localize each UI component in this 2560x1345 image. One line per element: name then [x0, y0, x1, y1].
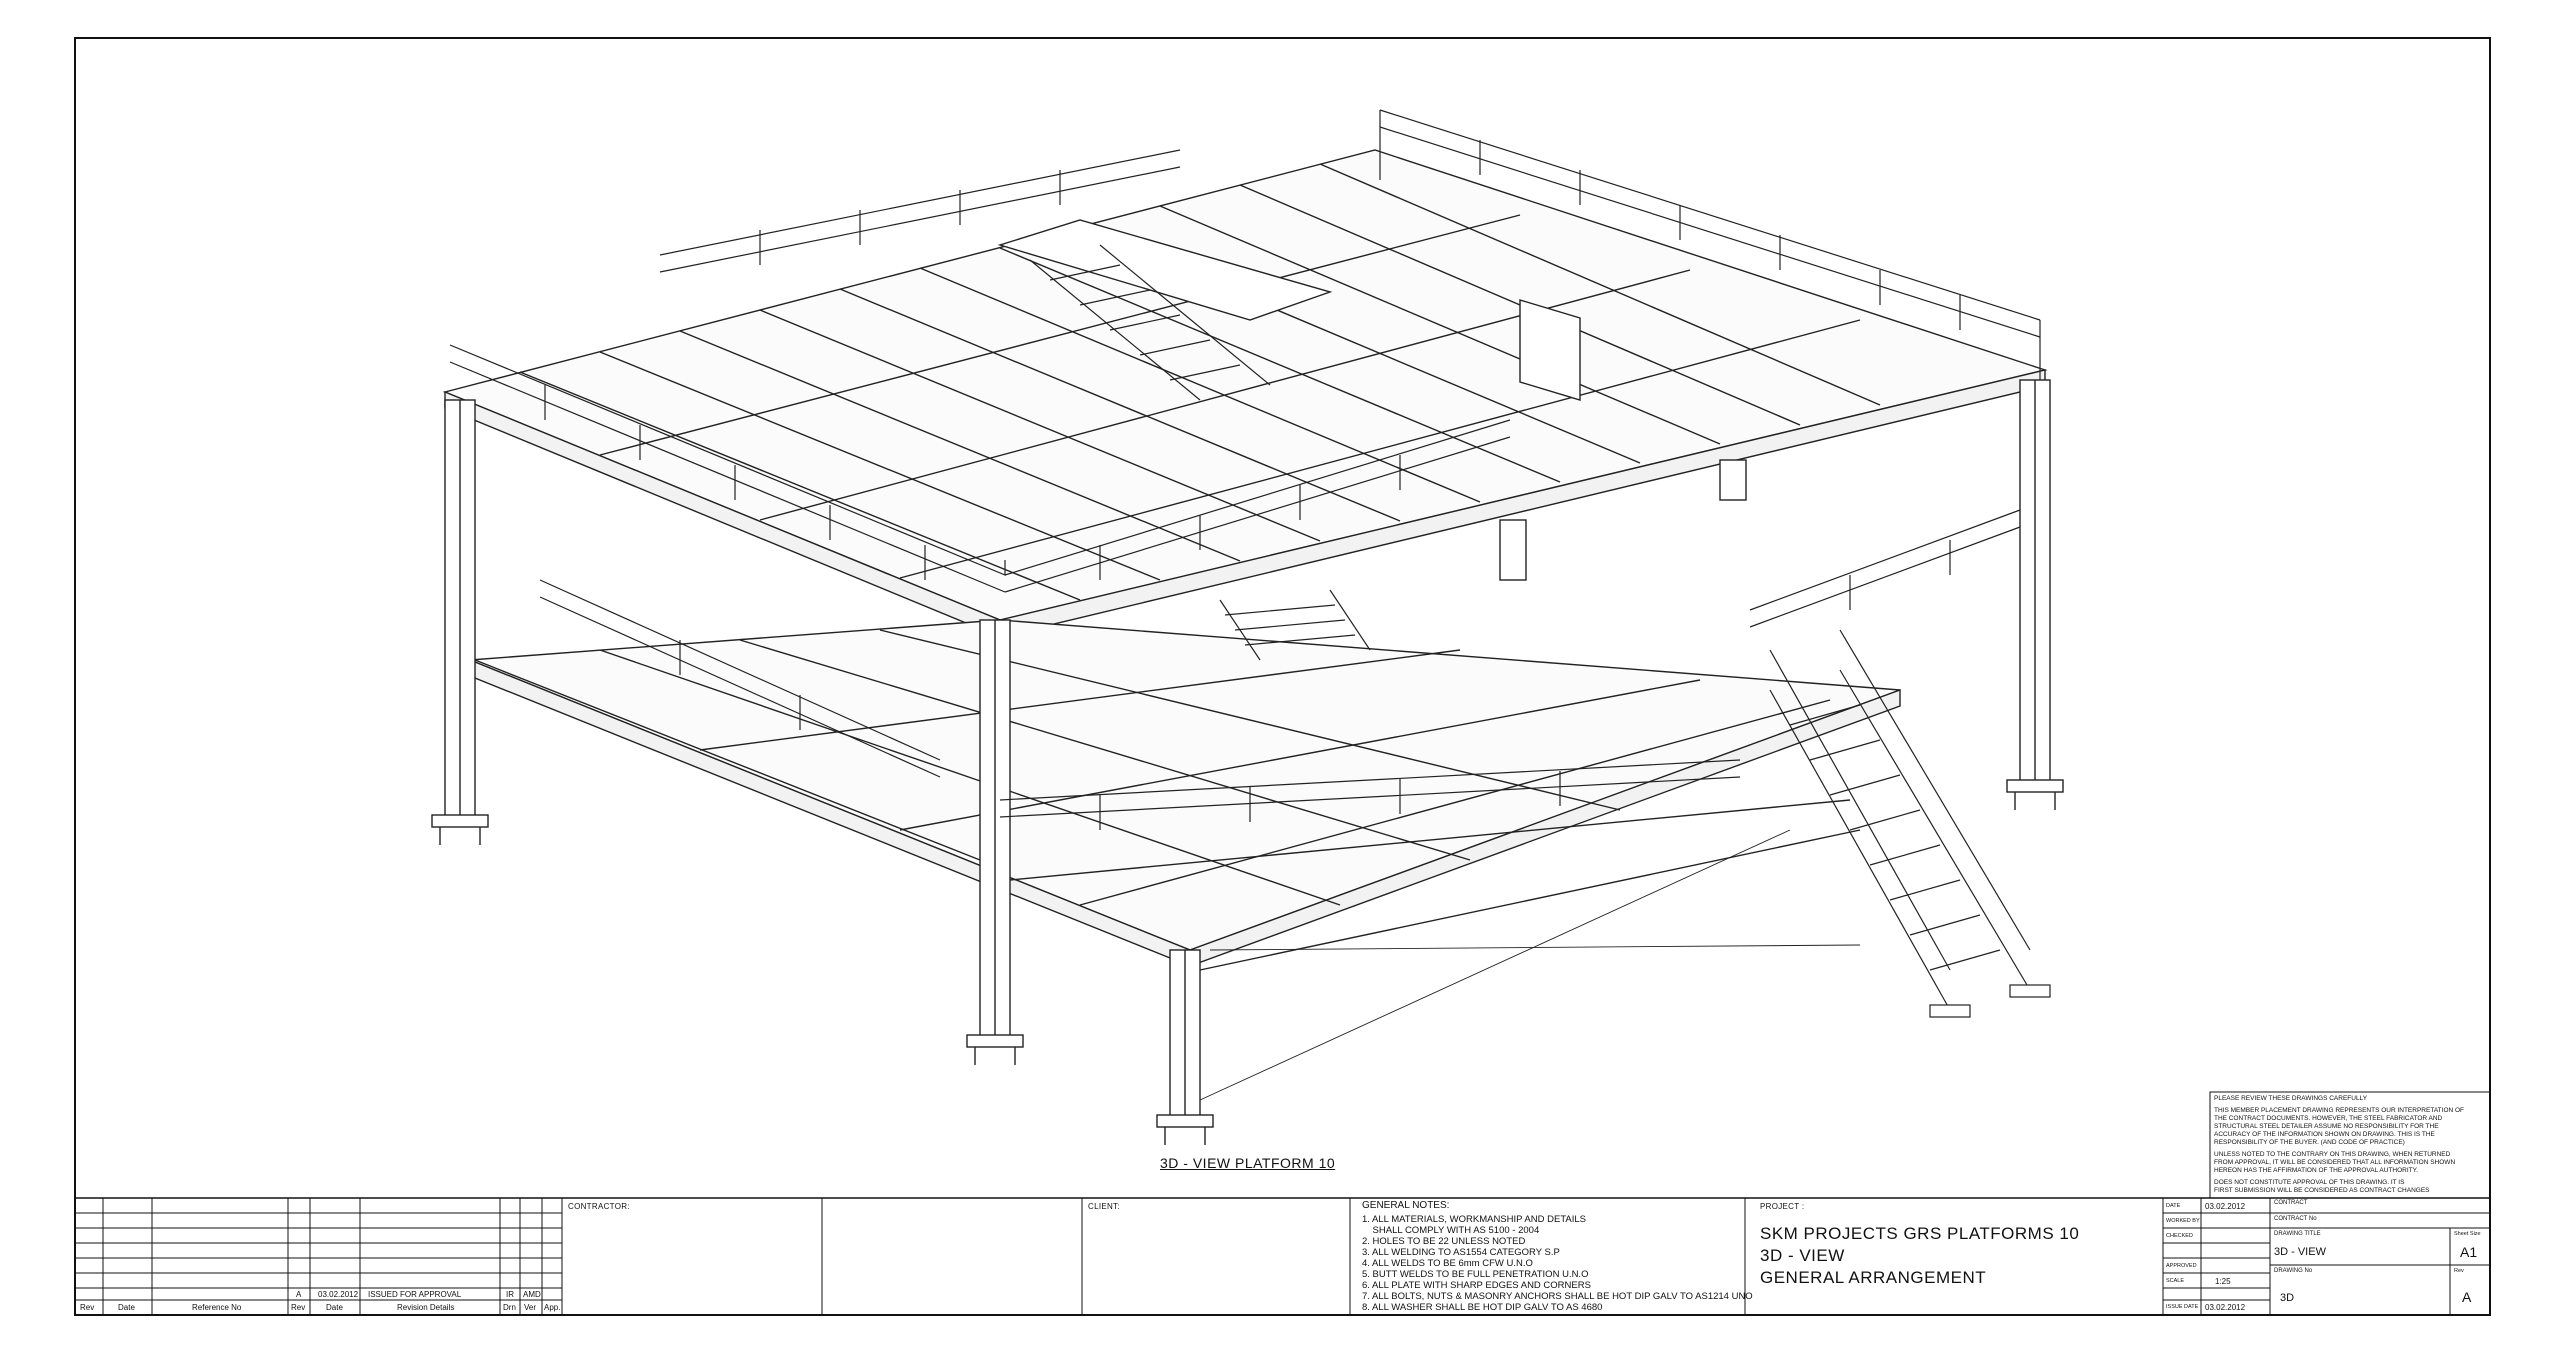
- general-note: 6. ALL PLATE WITH SHARP EDGES AND CORNER…: [1362, 1280, 1591, 1291]
- rev-header-details: Revision Details: [397, 1303, 455, 1312]
- scale-value: 1:25: [2215, 1277, 2231, 1286]
- approval-line: STRUCTURAL STEEL DETAILER ASSUME NO RESP…: [2214, 1123, 2439, 1130]
- general-note: 7. ALL BOLTS, NUTS & MASONRY ANCHORS SHA…: [1362, 1291, 1753, 1302]
- scale-label: SCALE: [2166, 1278, 2185, 1284]
- sheet-size-value: A1: [2460, 1244, 2478, 1260]
- general-note: SHALL COMPLY WITH AS 5100 - 2004: [1362, 1225, 1540, 1236]
- general-note: 1. ALL MATERIALS, WORKMANSHIP AND DETAIL…: [1362, 1214, 1587, 1225]
- rev-header-ver: Ver: [524, 1303, 537, 1312]
- drawing-title-label: DRAWING TITLE: [2274, 1231, 2321, 1237]
- project-name: SKM PROJECTS GRS PLATFORMS 10: [1760, 1224, 2080, 1243]
- approval-line: THIS MEMBER PLACEMENT DRAWING REPRESENTS…: [2214, 1107, 2465, 1114]
- sheet-size-label: Sheet Size: [2454, 1231, 2481, 1237]
- approval-line: FIRST SUBMISSION WILL BE CONSIDERED AS C…: [2214, 1187, 2430, 1194]
- rev-header-app: App.: [544, 1303, 561, 1312]
- issue-date-value: 03.02.2012: [2205, 1303, 2246, 1312]
- steel-structure: [431, 109, 2064, 1145]
- client-label: CLIENT:: [1088, 1202, 1120, 1211]
- bracing-cable: [1209, 944, 1861, 951]
- general-note: 4. ALL WELDS TO BE 6mm CFW U.N.O: [1362, 1258, 1533, 1269]
- title-block-grid: [74, 1091, 2491, 1315]
- general-note: 8. ALL WASHER SHALL BE HOT DIP GALV TO A…: [1362, 1302, 1603, 1313]
- rev-header-rev: Rev: [80, 1303, 95, 1312]
- rev-header-drn: Drn: [503, 1303, 516, 1312]
- date-label: DATE: [2166, 1203, 2181, 1209]
- contract-label: CONTRACT: [2274, 1200, 2308, 1206]
- rev-label: Rev: [2454, 1268, 2464, 1274]
- sheet-border: [74, 37, 2491, 1316]
- drawing-no-value: 3D: [2280, 1292, 2295, 1304]
- approval-line: THE CONTRACT DOCUMENTS. HOWEVER, THE STE…: [2214, 1115, 2443, 1122]
- approved-label: APPROVED: [2166, 1263, 2197, 1269]
- general-note: 2. HOLES TO BE 22 UNLESS NOTED: [1362, 1236, 1526, 1247]
- upper-deck: [442, 149, 2048, 621]
- upper-handrails: [449, 109, 2041, 593]
- general-notes-list: 1. ALL MATERIALS, WORKMANSHIP AND DETAIL…: [1362, 1214, 1753, 1313]
- rev-row-ver: AMD: [523, 1290, 541, 1299]
- general-note: 5. BUTT WELDS TO BE FULL PENETRATION U.N…: [1362, 1269, 1589, 1280]
- approval-line: HEREON HAS THE AFFIRMATION OF THE APPROV…: [2214, 1167, 2418, 1174]
- base-plates: [431, 779, 2064, 1145]
- issue-date-label: ISSUE DATE: [2166, 1304, 2199, 1310]
- project-arrangement: GENERAL ARRANGEMENT: [1760, 1268, 1987, 1287]
- worked-by-label: WORKED BY: [2166, 1218, 2200, 1224]
- approval-line: ACCURACY OF THE INFORMATION SHOWN ON DRA…: [2214, 1131, 2435, 1138]
- rev-row-date: 03.02.2012: [318, 1290, 359, 1299]
- approval-line: RESPONSIBILITY OF THE BUYER. (AND CODE O…: [2214, 1139, 2405, 1146]
- rev-header-reference: Reference No: [192, 1303, 242, 1312]
- project-label: PROJECT :: [1760, 1202, 1805, 1211]
- contract-no-label: CONTRACT No: [2274, 1216, 2317, 1222]
- main-stair: [1769, 629, 2051, 1018]
- project-view: 3D - VIEW: [1760, 1246, 1845, 1265]
- drawing-no-label: DRAWING No: [2274, 1268, 2313, 1274]
- lower-handrails: [539, 509, 2021, 830]
- general-notes-title: GENERAL NOTES:: [1362, 1200, 1450, 1211]
- rev-header-date-2: Date: [326, 1303, 343, 1312]
- columns: [444, 379, 2051, 1121]
- approval-line: PLEASE REVIEW THESE DRAWINGS CAREFULLY: [2214, 1095, 2368, 1102]
- drawing-title-value: 3D - VIEW: [2274, 1246, 2326, 1258]
- rev-value: A: [2462, 1289, 2472, 1305]
- under-stair: [1219, 589, 1371, 661]
- general-note: 3. ALL WELDING TO AS1554 CATEGORY S.P: [1362, 1247, 1560, 1258]
- rev-header-date: Date: [118, 1303, 135, 1312]
- rev-row-details: ISSUED FOR APPROVAL: [368, 1290, 462, 1299]
- rev-row-drn: IR: [506, 1290, 514, 1299]
- contractor-label: CONTRACTOR:: [568, 1202, 630, 1211]
- checked-label: CHECKED: [2166, 1233, 2193, 1239]
- upper-stair: [1029, 244, 1271, 401]
- bracing-cable: [1199, 829, 1791, 1101]
- view-title: 3D - VIEW PLATFORM 10: [1160, 1155, 1336, 1171]
- approval-line: UNLESS NOTED TO THE CONTRARY ON THIS DRA…: [2214, 1151, 2451, 1158]
- date-value: 03.02.2012: [2205, 1202, 2246, 1211]
- rev-row-rev: A: [296, 1290, 302, 1299]
- approval-line: FROM APPROVAL, IT WILL BE CONSIDERED THA…: [2214, 1159, 2456, 1166]
- rev-header-rev-2: Rev: [291, 1303, 306, 1312]
- approval-note: PLEASE REVIEW THESE DRAWINGS CAREFULLY T…: [2214, 1095, 2464, 1195]
- approval-line: DOES NOT CONSTITUTE APPROVAL OF THIS DRA…: [2214, 1179, 2405, 1186]
